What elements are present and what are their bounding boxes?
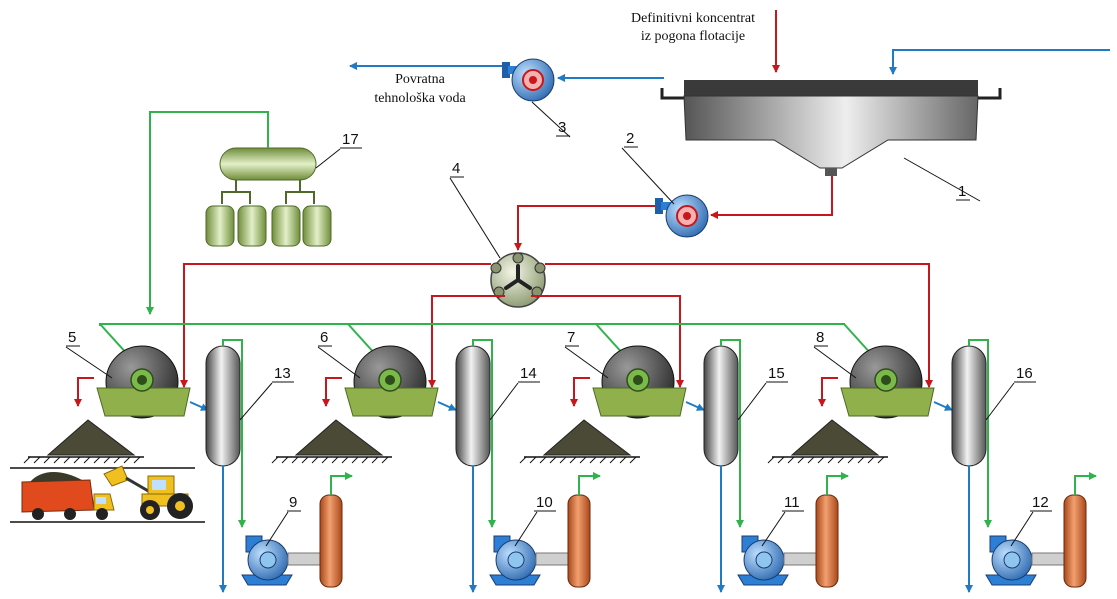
receiver-icon — [455, 339, 496, 593]
item-label-16: 16 — [985, 365, 1036, 421]
item-number: 6 — [320, 329, 328, 346]
item-label-11: 11 — [761, 494, 804, 547]
item-number: 5 — [68, 329, 76, 346]
feed-to-filter5-line — [180, 263, 491, 388]
disc-filter-icon — [271, 345, 457, 464]
pump2-to-distributor-line — [514, 205, 655, 251]
vacuum-pump-icon — [737, 472, 849, 588]
thickener-icon — [660, 80, 1002, 176]
item-number: 17 — [342, 131, 359, 148]
receiver-icon — [703, 339, 744, 593]
item-number: 1 — [958, 183, 966, 200]
concentrate-label-line2: iz pogona flotacije — [641, 29, 745, 44]
item-label-10: 10 — [514, 494, 556, 547]
item-label-14: 14 — [489, 365, 540, 421]
receiver-icon — [951, 339, 992, 593]
loader-icon — [103, 465, 193, 520]
return-water-label-line2: tehnološka voda — [374, 91, 466, 106]
item-label-4: 4 — [449, 160, 501, 259]
item-label-13: 13 — [239, 365, 294, 421]
feed-to-filter6-line — [428, 295, 505, 388]
item-label-8: 8 — [813, 329, 857, 379]
disc-filter-group — [23, 345, 953, 464]
truck-icon — [10, 467, 205, 523]
item-number: 16 — [1016, 365, 1033, 382]
item-number: 12 — [1032, 494, 1049, 511]
cake-discharge-line — [322, 377, 342, 407]
thickener-underflow-line — [710, 176, 833, 219]
vacuum-pump-icon — [489, 472, 601, 588]
item-number: 14 — [520, 365, 537, 382]
item-label-3: 3 — [531, 101, 571, 138]
distributor-icon — [490, 252, 546, 308]
separator-column-icon — [567, 472, 601, 588]
item-label-6: 6 — [317, 329, 361, 379]
air-supply-line — [146, 111, 269, 315]
vacuum-pump-icon — [241, 472, 353, 588]
item-label-15: 15 — [737, 365, 788, 421]
item-label-12: 12 — [1010, 494, 1052, 547]
item-number: 15 — [768, 365, 785, 382]
item-number: 11 — [784, 494, 800, 511]
return-water-label-line1: Povratna — [395, 72, 446, 87]
separator-column-icon — [1063, 472, 1097, 588]
item-label-1: 1 — [903, 157, 981, 202]
item-label-2: 2 — [621, 130, 675, 205]
separator-column-icon — [319, 472, 353, 588]
feed-to-filter8-line — [545, 263, 933, 388]
air-header-line — [99, 323, 845, 326]
vacuum-pump-icon — [985, 472, 1097, 588]
slurry-pump-icon — [502, 58, 555, 102]
item-number: 2 — [626, 130, 634, 147]
slurry-pump-icon — [655, 194, 709, 238]
item-number: 4 — [452, 160, 460, 177]
item-label-9: 9 — [265, 494, 301, 547]
item-number: 3 — [558, 119, 566, 136]
item-label-5: 5 — [65, 329, 113, 379]
cake-discharge-line — [818, 377, 838, 407]
disc-filter-icon — [767, 345, 953, 464]
item-label-17: 17 — [315, 131, 362, 169]
disc-filter-icon — [519, 345, 705, 464]
separator-column-icon — [815, 472, 849, 588]
receiver-icon — [205, 339, 246, 593]
item-number: 10 — [536, 494, 553, 511]
cake-discharge-line — [570, 377, 590, 407]
receiver-group — [205, 339, 992, 593]
compressor-tank-icon — [205, 147, 332, 247]
item-label-7: 7 — [564, 329, 609, 379]
item-number: 9 — [289, 494, 297, 511]
vacuum-pump-group — [241, 472, 1097, 588]
item-number: 13 — [274, 365, 291, 382]
concentrate-label-line1: Definitivni koncentrat — [631, 11, 755, 26]
feed-to-filter7-line — [531, 295, 684, 388]
item-number: 7 — [567, 329, 575, 346]
cake-discharge-line — [74, 377, 94, 407]
item-number: 8 — [816, 329, 824, 346]
disc-filter-icon — [23, 345, 209, 464]
water-inflow-line — [889, 49, 1110, 75]
